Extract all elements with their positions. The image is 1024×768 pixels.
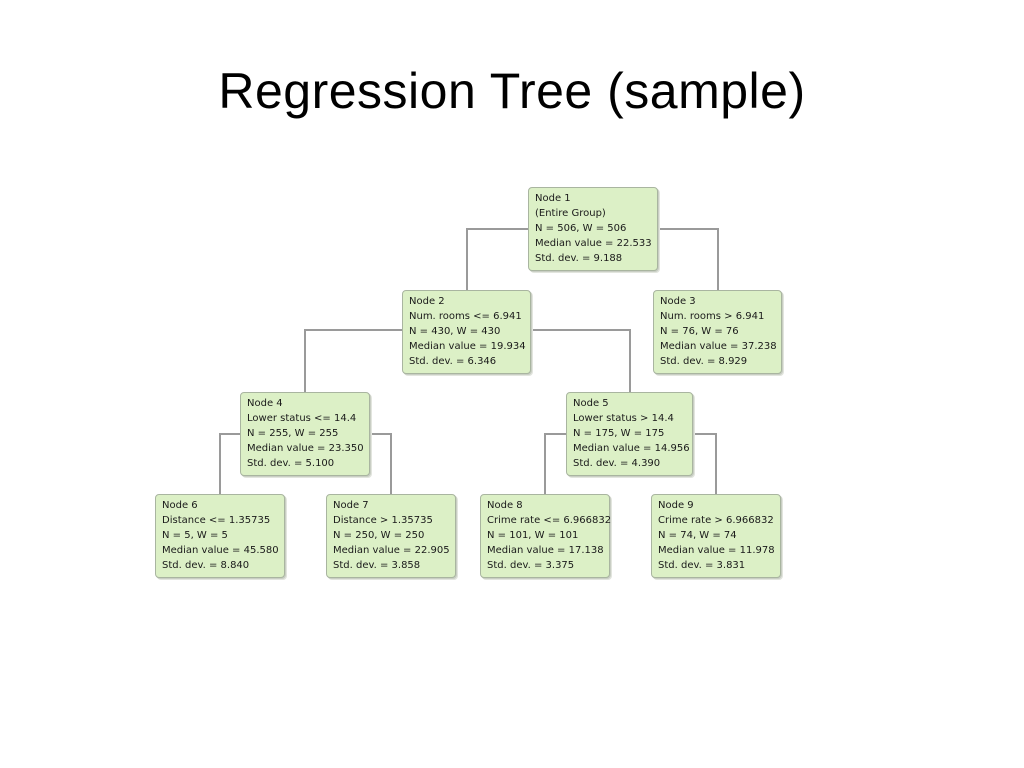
node-label: Node 9 — [658, 500, 694, 511]
node-count: N = 506, W = 506 — [535, 223, 627, 234]
node-median: Median value = 22.905 — [333, 545, 450, 556]
node-count: N = 101, W = 101 — [487, 530, 579, 541]
node-count: N = 76, W = 76 — [660, 326, 739, 337]
node-split-rule: (Entire Group) — [535, 208, 606, 219]
node-split-rule: Crime rate > 6.966832 — [658, 515, 774, 526]
node-median: Median value = 11.978 — [658, 545, 775, 556]
node-split-rule: Lower status <= 14.4 — [247, 413, 357, 424]
node-stddev: Std. dev. = 3.831 — [658, 560, 746, 571]
node-stddev: Std. dev. = 6.346 — [409, 356, 497, 367]
tree-node-4: Node 4 Lower status <= 14.4 N = 255, W =… — [240, 392, 370, 476]
node-label: Node 1 — [535, 193, 571, 204]
edge-n4-n6 — [219, 433, 240, 494]
tree-node-7: Node 7 Distance > 1.35735 N = 250, W = 2… — [326, 494, 456, 578]
node-split-rule: Num. rooms <= 6.941 — [409, 311, 522, 322]
node-label: Node 8 — [487, 500, 523, 511]
edge-n1-n2 — [466, 228, 528, 290]
node-count: N = 430, W = 430 — [409, 326, 501, 337]
edge-n1-n3 — [658, 228, 719, 290]
node-median: Median value = 45.580 — [162, 545, 279, 556]
tree-node-1: Node 1 (Entire Group) N = 506, W = 506 M… — [528, 187, 658, 271]
node-stddev: Std. dev. = 4.390 — [573, 458, 661, 469]
tree-node-8: Node 8 Crime rate <= 6.966832 N = 101, W… — [480, 494, 612, 578]
tree-node-9: Node 9 Crime rate > 6.966832 N = 74, W =… — [651, 494, 781, 578]
node-split-rule: Num. rooms > 6.941 — [660, 311, 765, 322]
node-count: N = 255, W = 255 — [247, 428, 339, 439]
node-count: N = 5, W = 5 — [162, 530, 228, 541]
node-count: N = 74, W = 74 — [658, 530, 737, 541]
node-count: N = 250, W = 250 — [333, 530, 425, 541]
node-median: Median value = 14.956 — [573, 443, 690, 454]
node-stddev: Std. dev. = 8.929 — [660, 356, 748, 367]
tree-node-3: Node 3 Num. rooms > 6.941 N = 76, W = 76… — [653, 290, 782, 374]
node-split-rule: Crime rate <= 6.966832 — [487, 515, 612, 526]
node-label: Node 6 — [162, 500, 198, 511]
node-stddev: Std. dev. = 3.858 — [333, 560, 421, 571]
node-label: Node 3 — [660, 296, 696, 307]
node-split-rule: Lower status > 14.4 — [573, 413, 674, 424]
node-label: Node 4 — [247, 398, 283, 409]
node-stddev: Std. dev. = 8.840 — [162, 560, 250, 571]
node-count: N = 175, W = 175 — [573, 428, 665, 439]
node-stddev: Std. dev. = 3.375 — [487, 560, 575, 571]
edge-n2-n4 — [304, 329, 402, 392]
slide-title: Regression Tree (sample) — [218, 63, 806, 119]
edge-n4-n7 — [370, 433, 392, 494]
node-label: Node 7 — [333, 500, 369, 511]
tree-node-2: Node 2 Num. rooms <= 6.941 N = 430, W = … — [402, 290, 531, 374]
tree-node-5: Node 5 Lower status > 14.4 N = 175, W = … — [566, 392, 693, 476]
node-split-rule: Distance <= 1.35735 — [162, 515, 271, 526]
node-stddev: Std. dev. = 9.188 — [535, 253, 623, 264]
tree-node-6: Node 6 Distance <= 1.35735 N = 5, W = 5 … — [155, 494, 285, 578]
node-median: Median value = 23.350 — [247, 443, 364, 454]
node-stddev: Std. dev. = 5.100 — [247, 458, 335, 469]
edge-n5-n8 — [544, 433, 566, 494]
node-label: Node 5 — [573, 398, 609, 409]
edge-n2-n5 — [531, 329, 631, 392]
node-label: Node 2 — [409, 296, 445, 307]
node-median: Median value = 17.138 — [487, 545, 604, 556]
node-median: Median value = 37.238 — [660, 341, 777, 352]
node-median: Median value = 19.934 — [409, 341, 526, 352]
node-split-rule: Distance > 1.35735 — [333, 515, 433, 526]
edge-n5-n9 — [693, 433, 717, 494]
node-median: Median value = 22.533 — [535, 238, 652, 249]
